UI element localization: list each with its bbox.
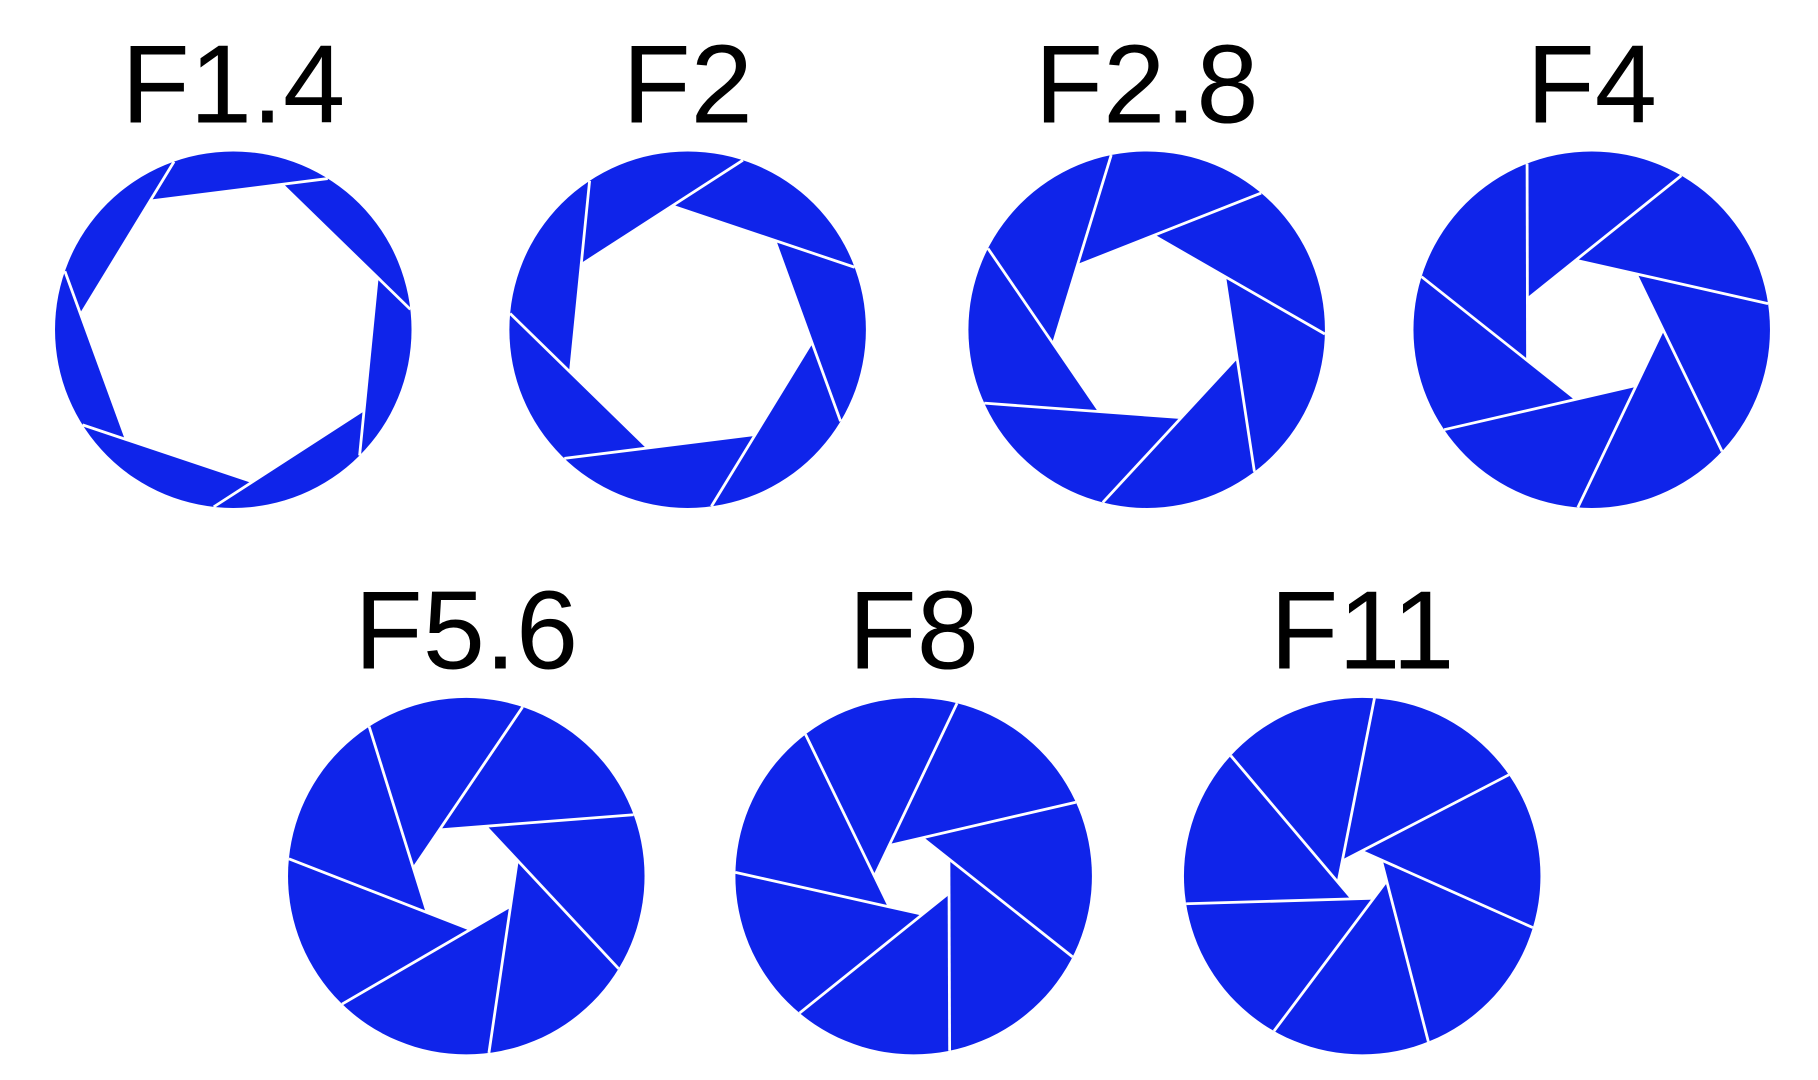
- blade-edge: [509, 312, 649, 449]
- f-stop-label: F5.6: [354, 568, 578, 693]
- aperture-f11: F11: [1183, 568, 1541, 1055]
- blade-edge: [804, 733, 891, 908]
- blade-edge: [1186, 896, 1374, 906]
- blade-edge: [212, 408, 365, 509]
- aperture-f1-4: F1.4: [55, 21, 412, 509]
- blade-edge: [149, 177, 328, 203]
- blade-edge: [580, 159, 744, 266]
- aperture-f8: F8: [735, 568, 1092, 1055]
- blade-edge: [1051, 154, 1113, 345]
- blade-edge: [288, 857, 471, 931]
- blade-edge: [568, 180, 591, 373]
- blade-edge: [921, 836, 1074, 958]
- blade-edge: [986, 247, 1101, 413]
- blade-edge: [1152, 234, 1326, 336]
- blade-edge: [888, 800, 1077, 847]
- blade-edge: [710, 341, 813, 508]
- f-stop-label: F11: [1270, 568, 1454, 693]
- blade-edge: [82, 423, 253, 484]
- aperture-f2-8: F2.8: [968, 21, 1326, 508]
- aperture-opening: [1053, 235, 1237, 418]
- f-stop-label: F2.8: [1035, 21, 1259, 146]
- blade-edge: [773, 239, 842, 422]
- blade-edge: [1526, 174, 1683, 301]
- blade-edge: [1576, 328, 1665, 509]
- aperture-f4: F4: [1413, 21, 1770, 509]
- blade-edge: [1575, 258, 1769, 306]
- f-stop-label: F8: [848, 568, 979, 693]
- blade-edge: [564, 433, 756, 460]
- blade-edge: [439, 813, 634, 832]
- blade-edge: [1360, 849, 1534, 929]
- blade-edge: [1101, 356, 1239, 504]
- blade-edge: [1223, 276, 1256, 472]
- blade-edge: [1076, 191, 1262, 267]
- blade-edge: [358, 277, 379, 456]
- blade-edge: [1341, 773, 1510, 863]
- aperture-opening: [570, 205, 812, 448]
- blade-edge: [1420, 275, 1577, 401]
- blade-edge: [671, 204, 856, 269]
- blade-edge: [487, 859, 519, 1054]
- blade-edge: [341, 904, 512, 1006]
- f-stop-label: F1.4: [121, 21, 345, 146]
- blade-edge: [484, 825, 620, 970]
- blade-edge: [947, 858, 952, 1051]
- blade-edge: [79, 160, 176, 316]
- blade-edge: [735, 870, 923, 916]
- f-stop-label: F2: [622, 21, 753, 146]
- aperture-opening: [874, 837, 950, 915]
- blade-edge: [412, 706, 524, 870]
- blade-edge: [1443, 383, 1637, 432]
- blade-edge: [63, 270, 128, 441]
- aperture-opening: [1527, 260, 1664, 400]
- blade-edge: [1229, 754, 1354, 900]
- aperture-f5-6: F5.6: [288, 568, 645, 1055]
- aperture-opening: [80, 184, 378, 482]
- blade-edge: [1272, 880, 1388, 1032]
- f-stop-label: F4: [1526, 21, 1657, 146]
- aperture-opening: [413, 826, 518, 930]
- blade-edge: [1634, 273, 1724, 452]
- blade-edge: [984, 401, 1182, 419]
- blade-edge: [873, 702, 959, 877]
- aperture-opening: [1338, 851, 1387, 899]
- blade-edge: [367, 726, 429, 914]
- aperture-f2: F2: [509, 21, 866, 508]
- blade-edge: [1336, 698, 1376, 883]
- blade-edge: [1379, 859, 1430, 1042]
- blade-edge: [798, 891, 950, 1015]
- blade-edge: [280, 183, 412, 311]
